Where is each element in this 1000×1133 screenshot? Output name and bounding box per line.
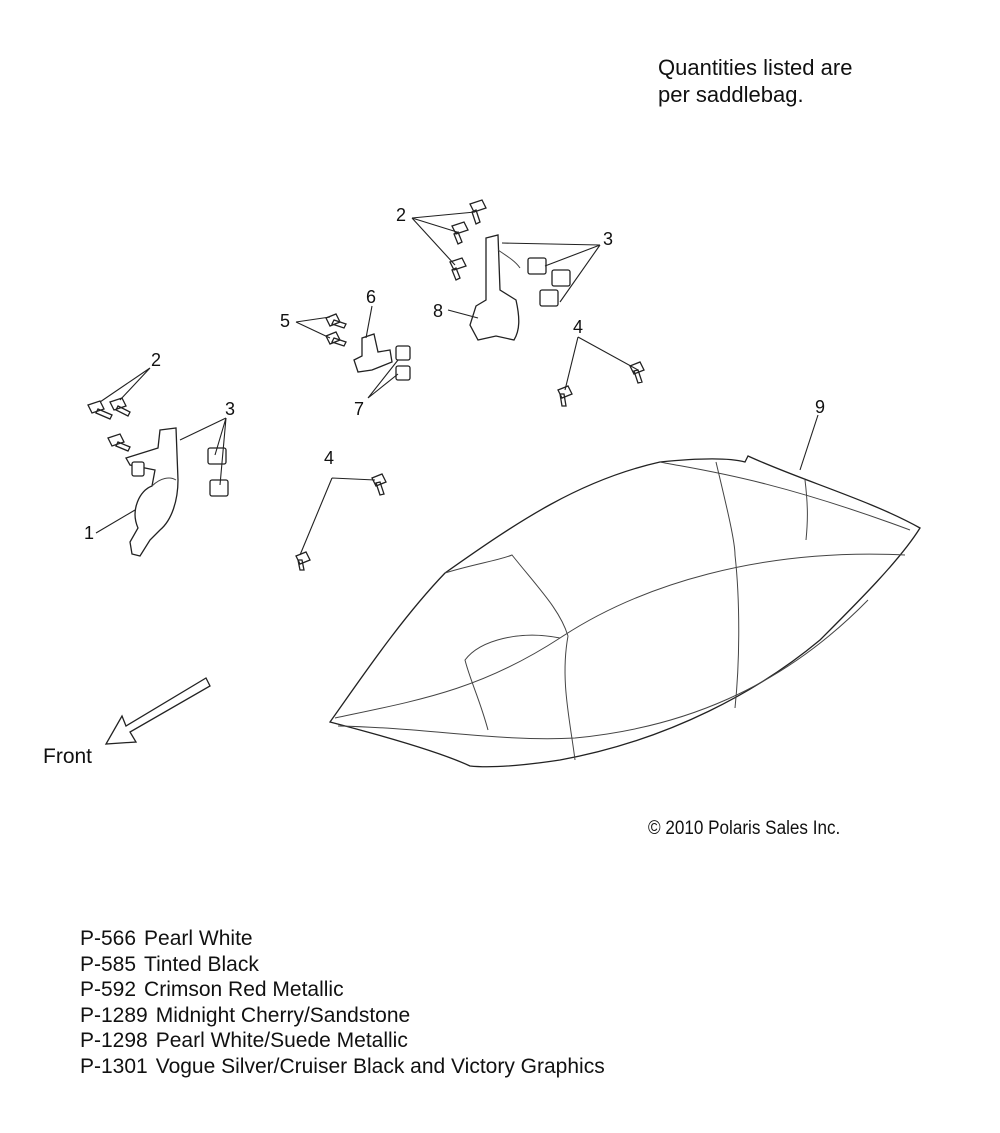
color-item: P-592 Crimson Red Metallic (80, 977, 605, 1003)
right-mounting-bracket (449, 199, 571, 341)
left-mounting-bracket (87, 397, 229, 557)
callout-9: 9 (815, 397, 825, 417)
color-code-list: P-566 Pearl White P-585 Tinted Black P-592… (80, 926, 605, 1080)
callout-4-right: 4 (573, 317, 583, 337)
color-code: P-585 (80, 952, 137, 976)
color-code: P-1298 (80, 1029, 148, 1053)
callout-6: 6 (366, 287, 376, 307)
color-name: Vogue Silver/Cruiser Black and Victory G… (155, 1054, 605, 1078)
color-name: Pearl White (144, 927, 253, 950)
color-name: Crimson Red Metallic (144, 978, 344, 1002)
color-code: P-566 (80, 927, 137, 950)
screws-part-4 (295, 361, 645, 571)
color-name: Pearl White/Suede Metallic (155, 1029, 408, 1053)
color-code: P-1301 (80, 1054, 148, 1078)
callout-3-left: 3 (225, 399, 235, 419)
leader-lines (95, 211, 819, 556)
color-item: P-585 Tinted Black (80, 952, 605, 978)
color-name: Tinted Black (144, 952, 259, 976)
strap-clip (325, 313, 411, 381)
callout-2-left: 2 (151, 350, 161, 370)
callout-5: 5 (280, 311, 290, 331)
color-item: P-566 Pearl White (80, 926, 605, 952)
color-code: P-1289 (80, 1003, 148, 1027)
saddlebag-shell (328, 455, 921, 768)
callout-7: 7 (354, 399, 364, 419)
copyright: © 2010 Polaris Sales Inc. (648, 818, 841, 839)
color-item: P-1289 Midnight Cherry/Sandstone (80, 1003, 605, 1029)
front-label: Front (43, 745, 92, 768)
color-item: P-1301 Vogue Silver/Cruiser Black and Vic… (80, 1054, 605, 1080)
front-arrow (104, 677, 211, 745)
callout-4-left: 4 (324, 448, 334, 468)
quantity-note: Quantities listed are per saddlebag. (658, 55, 853, 107)
color-name: Midnight Cherry/Sandstone (155, 1003, 411, 1027)
callout-1: 1 (84, 523, 94, 543)
color-code: P-592 (80, 978, 137, 1002)
callout-8: 8 (433, 301, 443, 321)
color-item: P-1298 Pearl White/Suede Metallic (80, 1028, 605, 1054)
callout-3-right: 3 (603, 229, 613, 249)
callout-2-right: 2 (396, 205, 406, 225)
